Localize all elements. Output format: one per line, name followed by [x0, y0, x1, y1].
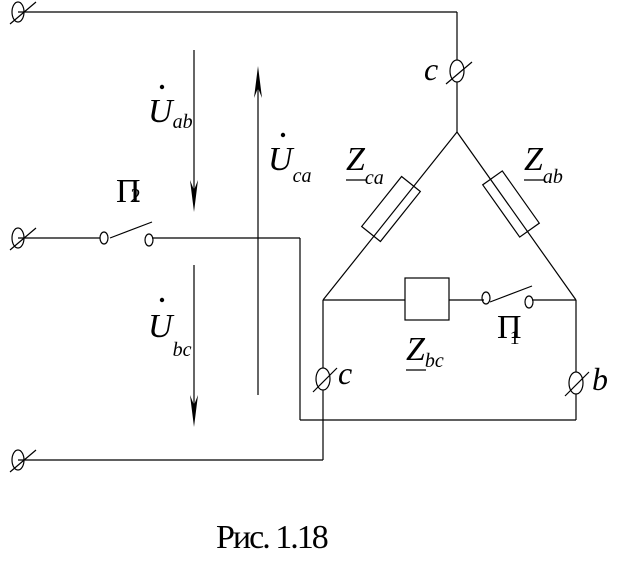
- label-z-bc: Zbc: [406, 331, 444, 372]
- label-z-ca: Zca: [346, 141, 384, 189]
- arrow-u-ab: [190, 50, 198, 212]
- switch-p1-contact-right: [524, 295, 534, 309]
- impedance-bc-box: [404, 277, 450, 321]
- bottom-wire: [18, 390, 324, 461]
- label-u-ca: Uca: [268, 141, 311, 187]
- middle-wire: [18, 221, 576, 421]
- switch-p1-contact-left: [481, 291, 491, 305]
- arrow-u-bc: [190, 265, 198, 427]
- top-wire: [18, 11, 458, 132]
- arrow-u-ca: [254, 66, 262, 395]
- impedance-ca-box: [360, 175, 422, 243]
- terminal-top-left: [9, 1, 37, 25]
- switch-p2-contact-right: [144, 233, 154, 247]
- label-switch-p2: П2: [116, 173, 141, 210]
- label-u-ab: Uab: [148, 93, 193, 133]
- figure-caption: Рис. 1.18: [216, 519, 328, 556]
- dot-u-bc: [159, 297, 165, 303]
- label-z-ab: Zab: [524, 141, 563, 188]
- switch-p2-contact-left: [99, 231, 109, 245]
- terminal-bottom-left: [9, 449, 37, 473]
- dot-u-ca: [280, 132, 286, 138]
- label-node-left: c: [338, 355, 352, 391]
- terminal-node-left: [312, 367, 338, 393]
- delta-load: [322, 131, 577, 420]
- terminal-middle-left: [9, 227, 37, 251]
- dot-u-ab: [159, 84, 165, 90]
- terminal-node-top: [445, 59, 473, 85]
- label-node-top: c: [424, 51, 438, 87]
- impedance-ab-box: [481, 170, 541, 238]
- label-node-right: b: [592, 361, 608, 397]
- label-switch-p1: П1: [497, 309, 522, 349]
- terminal-node-right: [564, 371, 590, 397]
- label-u-bc: Ubc: [148, 308, 192, 361]
